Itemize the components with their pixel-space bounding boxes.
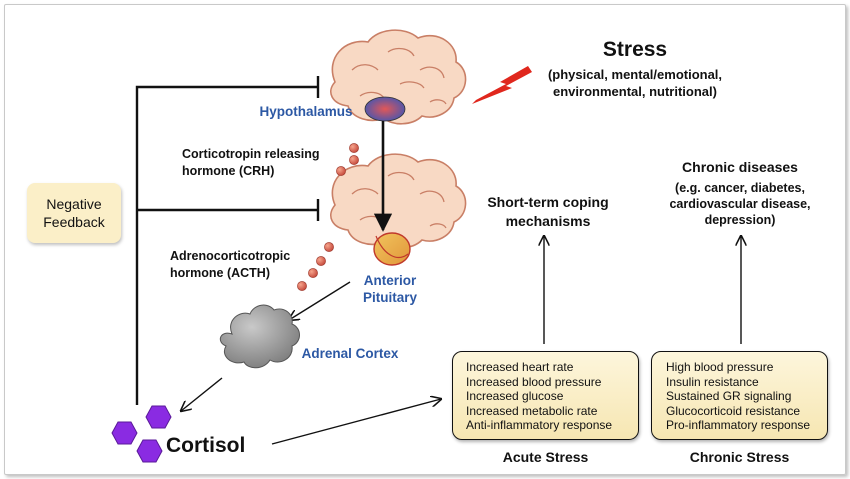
- chronic-diseases-line3: depression): [704, 213, 776, 227]
- acute-stress-label: Acute Stress: [502, 449, 589, 465]
- hypothalamus-label: Hypothalamus: [259, 104, 353, 119]
- cortisol-hexagon-icon: [145, 405, 172, 429]
- crh-label-line2: hormone (CRH): [182, 164, 275, 178]
- pituitary-to-adrenal-arrow: [289, 281, 351, 320]
- cortisol-hexagon-icon: [136, 439, 163, 463]
- short-term-line1: Short-term coping: [487, 194, 609, 210]
- chronic-stress-label: Chronic Stress: [689, 449, 790, 465]
- hormone-dot-icon: [308, 268, 318, 278]
- chronic-effect-item: Pro-inflammatory response: [666, 418, 811, 433]
- acute-effect-item: Anti-inflammatory response: [466, 418, 613, 433]
- stress-subtitle-line2: environmental, nutritional): [553, 84, 717, 99]
- pituitary-region: [373, 232, 411, 266]
- chronic-diseases-line1: (e.g. cancer, diabetes,: [675, 181, 805, 195]
- acth-label-line1: Adrenocorticotropic: [170, 249, 291, 263]
- negative-feedback-lines: [135, 76, 320, 405]
- chronic-diseases-title: Chronic diseases: [682, 159, 798, 175]
- acute-effects-list: Increased heart rate Increased blood pre…: [466, 360, 638, 433]
- chronic-effect-item: Sustained GR signaling: [666, 389, 792, 404]
- hormone-dot-icon: [324, 242, 334, 252]
- negative-feedback-line2: Feedback: [43, 214, 105, 230]
- chronic-effects-box: High blood pressure Insulin resistance S…: [651, 351, 828, 440]
- negative-feedback-line1: Negative: [46, 196, 102, 212]
- stress-subtitle-line1: (physical, mental/emotional,: [547, 67, 723, 82]
- adrenal-to-cortisol-arrow: [181, 377, 223, 411]
- cortisol-hexagon-icon: [111, 421, 138, 445]
- hypothalamus-region: [364, 96, 406, 122]
- brain-icon: [330, 153, 467, 249]
- hormone-dot-icon: [336, 166, 346, 176]
- chronic-effect-item: Glucocorticoid resistance: [666, 403, 801, 418]
- brain-icon: [330, 29, 467, 125]
- figure-frame: [4, 4, 846, 475]
- chronic-diseases-line2: cardiovascular disease,: [669, 197, 811, 211]
- cortisol-label: Cortisol: [166, 434, 246, 457]
- adrenal-cloud-icon: [219, 304, 300, 369]
- adrenal-cortex-label: Adrenal Cortex: [301, 346, 399, 361]
- short-term-line2: mechanisms: [505, 213, 591, 229]
- hormone-dot-icon: [297, 281, 307, 291]
- acth-label-line2: hormone (ACTH): [170, 266, 270, 280]
- stress-title: Stress: [602, 38, 668, 61]
- acth-hormone-dots: [297, 242, 334, 291]
- anterior-pituitary-line1: Anterior: [363, 273, 417, 288]
- hormone-dot-icon: [349, 143, 359, 153]
- hormone-dot-icon: [316, 256, 326, 266]
- chronic-effect-item: High blood pressure: [666, 360, 774, 374]
- negative-feedback-box: Negative Feedback: [27, 183, 121, 243]
- hormone-dot-icon: [349, 155, 359, 165]
- chronic-effects-list: High blood pressure Insulin resistance S…: [666, 360, 827, 433]
- cortisol-molecules: [111, 405, 172, 463]
- anterior-pituitary-line2: Pituitary: [362, 290, 417, 305]
- cortisol-to-acute-arrow: [271, 399, 441, 445]
- acute-effects-box: Increased heart rate Increased blood pre…: [452, 351, 639, 440]
- acute-effect-item: Increased heart rate: [466, 360, 574, 374]
- crh-hormone-dots: [336, 143, 359, 176]
- acute-effect-item: Increased blood pressure: [466, 374, 602, 389]
- pituitary-stalk: [375, 235, 409, 258]
- acute-effect-item: Increased metabolic rate: [466, 403, 598, 418]
- lightning-bolt-icon: [472, 66, 532, 104]
- chronic-effect-item: Insulin resistance: [666, 374, 759, 389]
- crh-label-line1: Corticotropin releasing: [182, 147, 320, 161]
- acute-effect-item: Increased glucose: [466, 389, 564, 404]
